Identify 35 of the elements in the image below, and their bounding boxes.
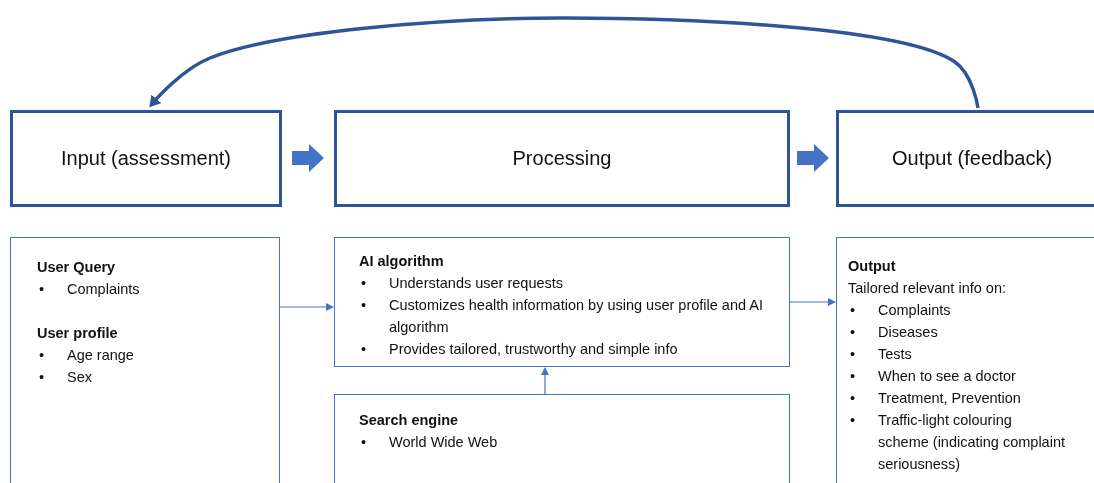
content-box bbox=[10, 237, 280, 483]
bullet-item: • World Wide Web bbox=[360, 433, 499, 452]
bullet-item: • Diseases bbox=[849, 323, 939, 342]
content-box bbox=[334, 394, 790, 483]
box-title: Input (assessment) bbox=[60, 147, 232, 170]
section-heading: User profile bbox=[37, 324, 119, 343]
feedback-arrow bbox=[149, 16, 980, 109]
arrow bbox=[541, 367, 549, 395]
content-box bbox=[836, 237, 1094, 483]
description-text: Tailored relevant info on: bbox=[848, 279, 1007, 298]
bullet-item: • Traffic-light colouring scheme (indicating complaint seriousness) bbox=[849, 411, 1065, 474]
bullet-item: • Customizes health information by using user profile and AI algorithm bbox=[360, 296, 764, 337]
bullet-item: • Age range bbox=[38, 346, 135, 365]
arrow bbox=[279, 303, 334, 311]
bullet-item: • Complaints bbox=[849, 301, 952, 320]
process-box bbox=[10, 110, 282, 207]
section-heading: Output bbox=[848, 257, 897, 276]
block-arrow bbox=[292, 144, 324, 172]
content-box bbox=[334, 237, 790, 367]
bullet-item: • Complaints bbox=[38, 280, 141, 299]
bullet-item: • Treatment, Prevention bbox=[849, 389, 1022, 408]
block-arrow bbox=[797, 144, 829, 172]
bullet-item: • Tests bbox=[849, 345, 913, 364]
bullet-item: • Understands user requests bbox=[360, 274, 565, 293]
bullet-item: • When to see a doctor bbox=[849, 367, 1017, 386]
process-box bbox=[334, 110, 790, 207]
bullet-item: • Provides tailored, trustworthy and simple info bbox=[360, 340, 679, 359]
section-heading: User Query bbox=[37, 258, 117, 277]
bullet-item: • Sex bbox=[38, 368, 93, 387]
section-heading: AI algorithm bbox=[359, 252, 445, 271]
process-box bbox=[836, 110, 1094, 207]
section-heading: Search engine bbox=[359, 411, 460, 430]
arrow bbox=[789, 298, 836, 306]
box-title: Output (feedback) bbox=[891, 147, 1053, 170]
box-title: Processing bbox=[512, 147, 612, 170]
